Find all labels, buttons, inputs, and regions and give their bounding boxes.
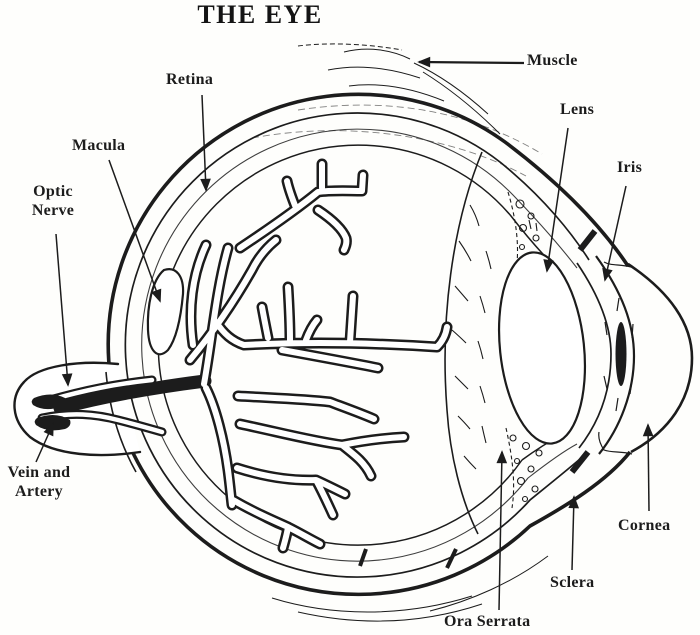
macula-arrow — [108, 159, 162, 303]
label-optic-nerve-line1: Optic — [33, 183, 73, 200]
retinal-vessel-tree — [190, 164, 447, 548]
pupil-slit — [615, 322, 627, 386]
cornea-arrow — [642, 423, 654, 512]
muscle-arrow — [417, 56, 525, 68]
ciliary-body-top — [507, 191, 540, 270]
muscle-strands-bottom — [271, 555, 549, 622]
choroid-texture-lines — [251, 104, 543, 177]
page-title: THE EYE — [197, 0, 323, 29]
label-muscle: Muscle — [527, 52, 578, 69]
sclera-arrow — [568, 495, 580, 571]
label-vein-artery: Vein and Artery — [0, 463, 78, 501]
leader-lines — [35, 56, 654, 611]
label-macula: Macula — [72, 137, 126, 154]
vein-artery-arrow — [35, 422, 54, 463]
zonule-strands — [451, 204, 492, 470]
label-sclera: Sclera — [550, 574, 595, 591]
lens-arrow — [543, 127, 569, 273]
ora-serrata-arrow — [496, 450, 508, 611]
label-iris: Iris — [617, 159, 643, 176]
iris-arrow — [602, 185, 627, 282]
label-optic-nerve: Optic Nerve — [22, 182, 84, 220]
label-vein-artery-line2: Artery — [15, 483, 63, 501]
label-retina: Retina — [166, 71, 214, 88]
ciliary-body-bottom — [505, 427, 543, 509]
retina-arrow — [200, 94, 211, 192]
layer-notches — [358, 229, 598, 569]
muscle-strands-top — [297, 43, 501, 135]
label-optic-nerve-line2: Nerve — [31, 202, 75, 220]
label-lens: Lens — [560, 101, 595, 118]
cornea-curve — [598, 261, 694, 455]
label-vein-artery-line1: Vein and — [7, 464, 71, 481]
label-cornea: Cornea — [618, 517, 671, 534]
vitreous-boundary — [444, 151, 483, 535]
central-vessel-trunk — [53, 374, 212, 415]
sclera-outline — [106, 92, 632, 597]
label-ora-serrata: Ora Serrata — [444, 613, 531, 630]
optic-nerve-arrow — [55, 233, 73, 387]
lens-shape — [497, 251, 587, 445]
iris-bands — [576, 255, 636, 455]
